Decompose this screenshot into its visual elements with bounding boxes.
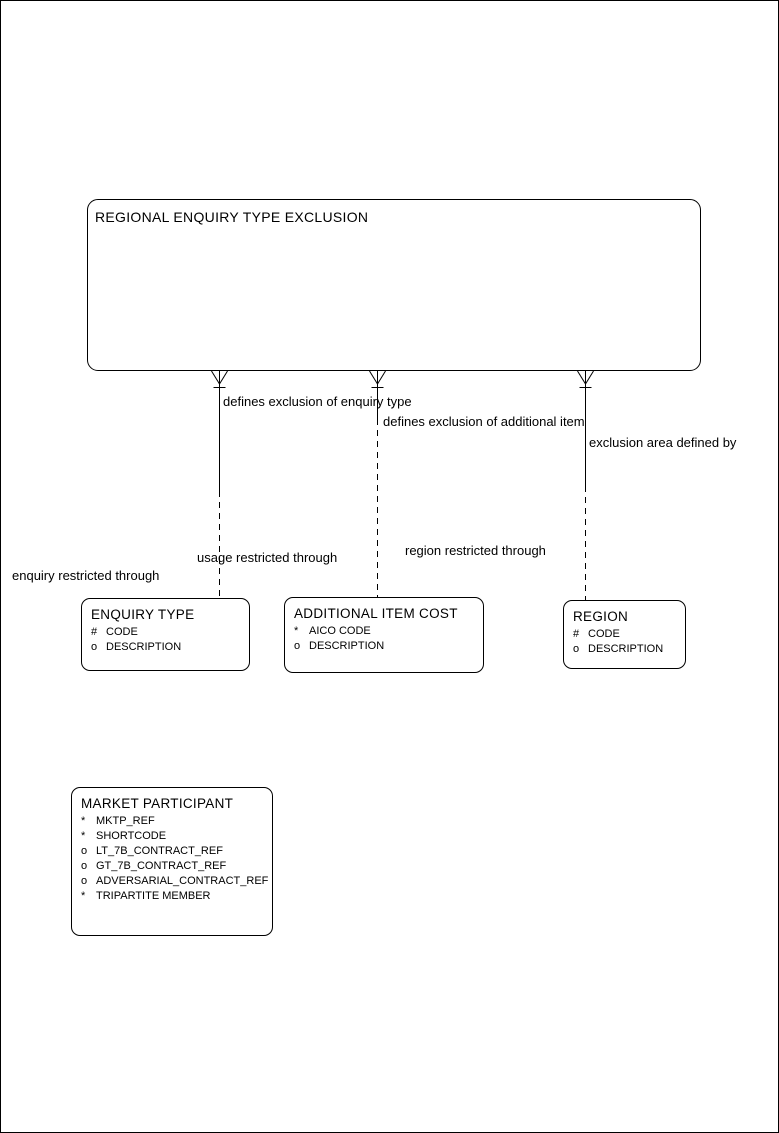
attribute-marker: o <box>294 640 301 652</box>
entity-title: ENQUIRY TYPE <box>91 607 195 622</box>
attribute-row: o DESCRIPTION <box>91 640 249 655</box>
attribute-row: * SHORTCODE <box>81 829 272 844</box>
attribute-label: SHORTCODE <box>96 830 167 842</box>
attribute-list: * MKTP_REF * SHORTCODE o LT_7B_CONTRACT_… <box>81 814 272 904</box>
entity-market-participant[interactable]: MARKET PARTICIPANT * MKTP_REF * SHORTCOD… <box>71 787 273 936</box>
attribute-row: * MKTP_REF <box>81 814 272 829</box>
attribute-row: o ADVERSARIAL_CONTRACT_REF <box>81 874 272 889</box>
entity-title: ADDITIONAL ITEM COST <box>294 606 458 621</box>
relationship-label-defines-exclusion-of-additional-item: defines exclusion of additional item <box>383 414 585 429</box>
crows-foot-icon <box>211 370 228 388</box>
attribute-row: o DESCRIPTION <box>573 642 685 657</box>
attribute-marker: o <box>81 860 88 872</box>
entity-enquiry-type[interactable]: ENQUIRY TYPE # CODE o DESCRIPTION <box>81 598 250 671</box>
attribute-label: ADVERSARIAL_CONTRACT_REF <box>96 875 269 887</box>
relationship-label-defines-exclusion-of-enquiry-type: defines exclusion of enquiry type <box>223 394 412 409</box>
attribute-label: GT_7B_CONTRACT_REF <box>96 860 227 872</box>
entity-title: REGION <box>573 609 629 624</box>
entity-title: MARKET PARTICIPANT <box>81 796 234 811</box>
attribute-label: MKTP_REF <box>96 815 155 827</box>
connector-additional-item-cost <box>369 370 386 597</box>
relationship-label-usage-restricted-through: usage restricted through <box>197 550 338 565</box>
attribute-marker: # <box>91 626 98 638</box>
attribute-label: TRIPARTITE MEMBER <box>96 890 211 902</box>
attribute-row: o GT_7B_CONTRACT_REF <box>81 859 272 874</box>
attribute-marker: * <box>81 830 86 842</box>
relationship-label-exclusion-area-defined-by: exclusion area defined by <box>589 435 737 450</box>
attribute-label: AICO CODE <box>309 625 371 637</box>
entity-additional-item-cost[interactable]: ADDITIONAL ITEM COST * AICO CODE o DESCR… <box>284 597 484 673</box>
attribute-label: CODE <box>588 628 620 640</box>
attribute-list: * AICO CODE o DESCRIPTION <box>294 624 483 654</box>
attribute-marker: * <box>294 625 299 637</box>
attribute-row: o DESCRIPTION <box>294 639 483 654</box>
attribute-row: o LT_7B_CONTRACT_REF <box>81 844 272 859</box>
entity-title: REGIONAL ENQUIRY TYPE EXCLUSION <box>95 209 369 225</box>
attribute-marker: o <box>81 845 88 857</box>
connector-enquiry-type <box>211 370 228 598</box>
attribute-label: DESCRIPTION <box>309 640 385 652</box>
attribute-row: # CODE <box>91 625 249 640</box>
relationship-label-region-restricted-through: region restricted through <box>405 543 546 558</box>
attribute-marker: * <box>81 815 86 827</box>
attribute-marker: o <box>81 875 88 887</box>
attribute-marker: o <box>573 643 580 655</box>
attribute-marker: o <box>91 641 98 653</box>
attribute-label: DESCRIPTION <box>588 643 664 655</box>
relationship-label-enquiry-restricted-through: enquiry restricted through <box>12 568 160 583</box>
attribute-marker: # <box>573 628 580 640</box>
crows-foot-icon <box>577 370 594 388</box>
attribute-row: * TRIPARTITE MEMBER <box>81 889 272 904</box>
attribute-row: # CODE <box>573 627 685 642</box>
attribute-list: # CODE o DESCRIPTION <box>573 627 685 657</box>
attribute-marker: * <box>81 890 86 902</box>
entity-region[interactable]: REGION # CODE o DESCRIPTION <box>563 600 686 669</box>
attribute-row: * AICO CODE <box>294 624 483 639</box>
attribute-label: CODE <box>106 626 138 638</box>
attribute-list: # CODE o DESCRIPTION <box>91 625 249 655</box>
attribute-label: DESCRIPTION <box>106 641 182 653</box>
attribute-label: LT_7B_CONTRACT_REF <box>96 845 223 857</box>
connector-region <box>577 370 594 600</box>
entity-regional-enquiry-type-exclusion[interactable]: REGIONAL ENQUIRY TYPE EXCLUSION <box>87 199 701 371</box>
